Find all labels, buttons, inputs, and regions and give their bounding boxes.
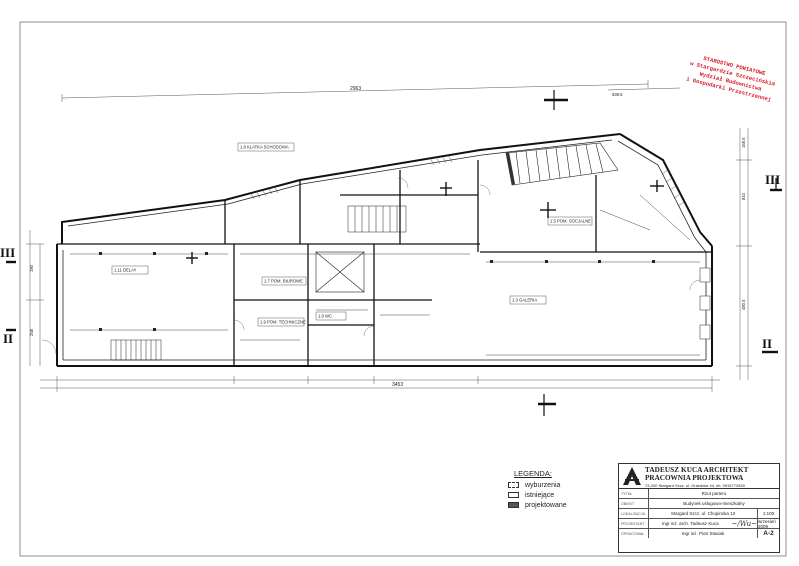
room-label-2: 1.7 POM. BIUROWE (261, 276, 307, 286)
sheet-number: A-2 (757, 529, 779, 538)
front-windows (699, 267, 711, 340)
left-staircase (110, 339, 162, 361)
title-block-row-location: LOKALIZACJA Stargard Szcz. ul. Chopinska… (619, 509, 779, 519)
interior-walls (57, 160, 712, 366)
title-block-row-drafter: OPRACOWAŁ mgr inż. Piotr Stasiak A-2 (619, 529, 779, 538)
section-mark-ii-left: II (3, 331, 13, 346)
legend-swatch-projected (508, 502, 519, 508)
firm-address: 73-200 Stargard Szcz. ul. Grażdzka 44, t… (645, 483, 745, 488)
room-label-text: 1.9 POM. TECHNICZNE (260, 320, 306, 325)
legend-item-demolition: wyburzenia (508, 480, 618, 490)
upper-staircase-landing (506, 152, 515, 185)
shaft (315, 251, 365, 293)
row-value: mgr inż. arch. Tadeusz Kuca (661, 521, 719, 526)
firm-logo-icon (621, 465, 643, 487)
row-key: TYTUŁ (619, 489, 649, 498)
room-label-text: 1.6 WC (318, 314, 332, 319)
row-value: Budynek usługowo-mieszkalny (683, 501, 745, 506)
dimension-top-right: 639.5 (612, 92, 623, 97)
row-key: LOKALIZACJA (619, 509, 649, 518)
legend-label: wyburzenia (525, 481, 561, 489)
signature-icon: ~/Wu~ (731, 519, 757, 528)
dimension-right-3: 480.5 (741, 299, 746, 310)
room-label-text: 1.5 POM. SOCJALNE (550, 219, 591, 224)
title-block-row-designer: PROJEKTANT mgr inż. arch. Tadeusz Kuca ~… (619, 519, 779, 529)
door-swings (41, 177, 701, 355)
upper-staircase (505, 142, 619, 186)
dimension-left-1: 190 (29, 264, 34, 272)
left-dimension-line (26, 230, 44, 366)
room-label-5: 1.6 WC (315, 311, 347, 321)
sheet-frame (19, 21, 787, 557)
row-key: OBIEKT (619, 499, 649, 508)
firm-name: TADEUSZ KUCA ARCHITEKT PRACOWNIA PROJEKT… (645, 464, 749, 488)
outer-walls-inner (62, 139, 707, 361)
room-label-text: 1.3 GALERIA (512, 298, 537, 303)
middle-stair (347, 205, 407, 233)
room-label-3: 1.3 GALERIA (509, 295, 547, 305)
row-value: Rzut parteru (701, 491, 727, 496)
partitions (70, 194, 700, 356)
legend-swatch-demolition (508, 482, 519, 488)
right-dimension-line (736, 128, 752, 380)
section-mark-iii-right: III (765, 172, 780, 187)
section-mark-ii-right: II (762, 336, 772, 351)
legend-swatch-existing (508, 492, 519, 498)
row-key: OPRACOWAŁ (619, 529, 649, 538)
dimension-bottom-overall: 3453 (392, 382, 403, 388)
facade-hatch (249, 154, 685, 207)
title-block-header: TADEUSZ KUCA ARCHITEKT PRACOWNIA PROJEKT… (619, 464, 779, 489)
row-key: PROJEKTANT (619, 519, 649, 528)
firm-name-line1: TADEUSZ KUCA ARCHITEKT (645, 466, 749, 474)
row-value: mgr inż. Piotr Stasiak (681, 531, 725, 536)
top-dimension-line (61, 80, 681, 102)
title-block-row-title: TYTUŁ Rzut parteru (619, 489, 779, 499)
dimension-right-1: 158.5 (741, 137, 746, 148)
row-value: Stargard Szcz. ul. Chopinska 13 (670, 511, 736, 516)
date-value: wrzesień 2009 (757, 519, 779, 529)
room-label-text: 1.7 POM. BIUROWE (264, 279, 303, 284)
room-label-1: 1.11 DELAY (111, 265, 149, 275)
room-label-text: 1.8 KLATKA SCHODOWA (240, 145, 289, 150)
firm-name-line2: PRACOWNIA PROJEKTOWA (645, 474, 744, 482)
room-label-text: 1.11 DELAY (114, 268, 137, 273)
legend-item-projected: projektowane (508, 500, 618, 510)
outer-walls (56, 133, 713, 367)
legend-label: projektowane (525, 501, 567, 509)
dimension-right-2: 810 (741, 192, 746, 200)
title-block-row-object: OBIEKT Budynek usługowo-mieszkalny (619, 499, 779, 509)
room-label-6: 1.9 POM. TECHNICZNE (257, 317, 306, 327)
dimension-left-2: 258 (29, 328, 34, 336)
room-label-4: 1.8 KLATKA SCHODOWA (237, 142, 295, 152)
room-label-7: 1.5 POM. SOCJALNE (547, 216, 593, 226)
section-mark-iii-left: III (0, 245, 15, 260)
legend: LEGENDA: wyburzenia istniejące projektow… (508, 469, 618, 510)
section-cut-stems (543, 90, 777, 416)
columns (99, 252, 655, 331)
bottom-dimension-line (40, 376, 720, 392)
scale-value: 1:100 (757, 509, 779, 518)
legend-item-existing: istniejące (508, 490, 618, 500)
legend-title: LEGENDA: (514, 469, 552, 478)
dimension-top-overall: 2963 (350, 86, 361, 92)
title-block: TADEUSZ KUCA ARCHITEKT PRACOWNIA PROJEKT… (618, 463, 780, 553)
axis-crosses (186, 180, 664, 264)
legend-label: istniejące (525, 491, 555, 499)
